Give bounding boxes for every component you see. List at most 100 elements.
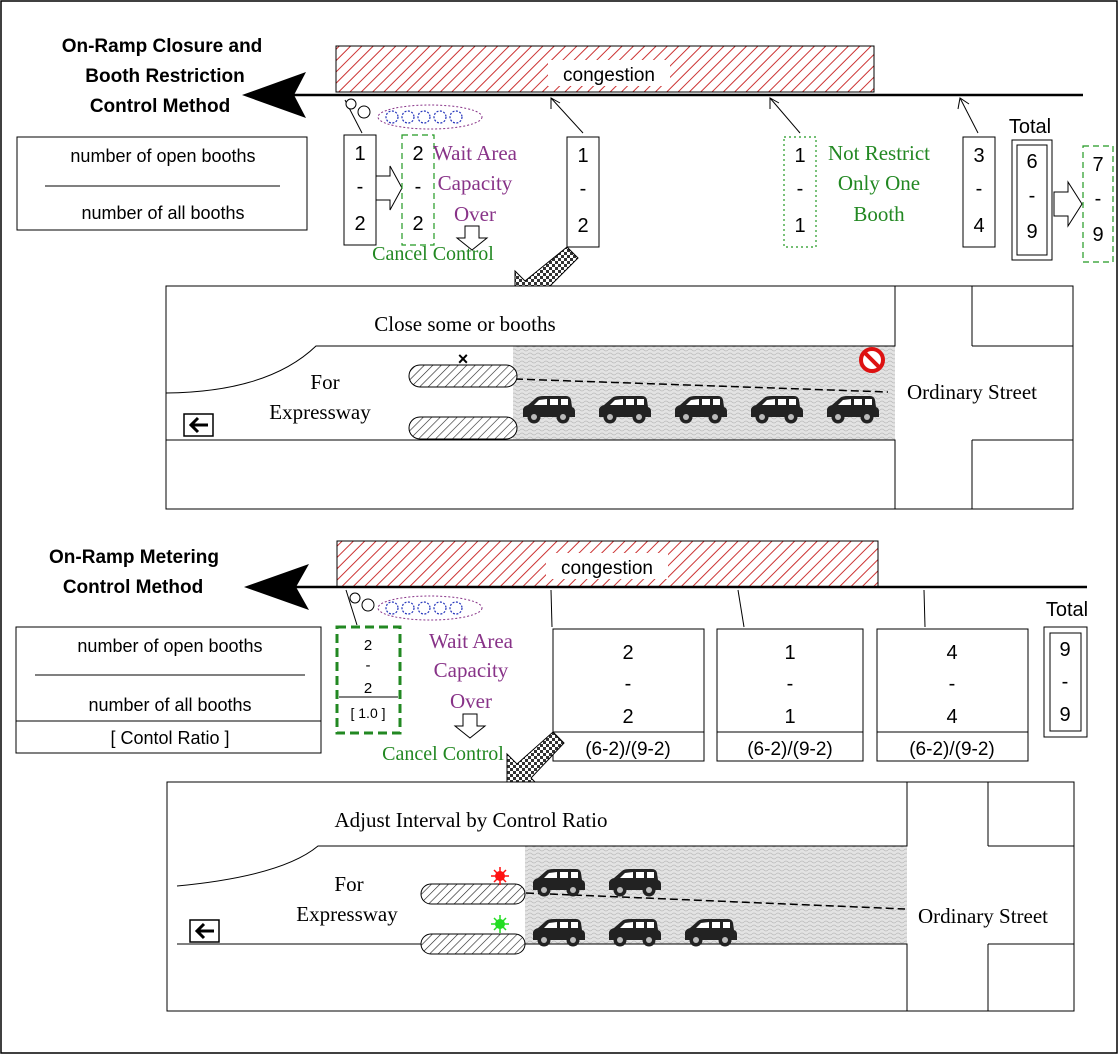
section1-change-arrow-a — [375, 165, 403, 211]
section2-direction-arrow — [244, 564, 309, 610]
svg-text:-: - — [787, 673, 794, 695]
svg-text:-: - — [1095, 188, 1102, 210]
red-signal-icon — [491, 867, 509, 885]
svg-text:2: 2 — [622, 642, 633, 664]
section1-title-line1: On-Ramp Closure and — [62, 36, 263, 57]
section1-expressway-label: Expressway — [269, 400, 371, 424]
section2-title: On-Ramp Metering Control Method — [49, 547, 219, 598]
svg-text:(6-2)/(9-2): (6-2)/(9-2) — [909, 739, 995, 760]
svg-text:Only One: Only One — [838, 171, 920, 195]
section2-total: 9 - 9 — [1043, 626, 1088, 738]
svg-text:1: 1 — [784, 642, 795, 664]
svg-text:-: - — [357, 176, 364, 198]
section2-ramp-d: 4 - 4 (6-2)/(9-2) — [876, 628, 1029, 762]
section2-ramp-a-bubble-small — [349, 592, 361, 604]
section1-direction-arrow — [242, 72, 306, 118]
section1-queue-oval — [377, 104, 483, 130]
section1-ramp-b: 1 - 2 — [566, 136, 600, 248]
section2-title-line2: Control Method — [63, 577, 203, 598]
svg-text:1: 1 — [577, 145, 588, 167]
section2-legend-top: number of open booths — [77, 636, 262, 656]
no-entry-icon — [859, 347, 885, 373]
svg-text:1: 1 — [794, 215, 805, 237]
section1-total-before: 6 - 9 — [1011, 139, 1053, 261]
section2-ramp-a-connector — [345, 589, 358, 626]
ramp-b-connector-head — [550, 97, 561, 109]
svg-text:Not Restrict: Not Restrict — [828, 141, 930, 165]
svg-text:6: 6 — [1026, 151, 1037, 173]
svg-text:Capacity: Capacity — [434, 658, 509, 682]
svg-text:9: 9 — [1059, 704, 1070, 726]
section2-title-line1: On-Ramp Metering — [49, 547, 219, 568]
ramp-a-bubble-large — [357, 105, 371, 119]
section2-expressway-label: Expressway — [296, 902, 398, 926]
section1-total-after: 7 - 9 — [1082, 145, 1114, 263]
section1-ramp-a-after: 2 - 2 — [401, 134, 435, 246]
section1-cancel-control: Cancel Control — [372, 243, 494, 265]
section2-cancel-control: Cancel Control — [382, 743, 504, 765]
svg-text:4: 4 — [946, 642, 957, 664]
svg-text:-: - — [580, 178, 587, 200]
svg-text:Capacity: Capacity — [438, 171, 513, 195]
ramp-d-connector-head — [957, 97, 970, 110]
section1-legend-top: number of open booths — [70, 146, 255, 166]
section2-ramp-c: 1 - 1 (6-2)/(9-2) — [716, 628, 864, 762]
section2-queue-circles — [385, 601, 463, 615]
svg-text:4: 4 — [973, 215, 984, 237]
svg-text:2: 2 — [412, 143, 423, 165]
svg-text:Wait Area: Wait Area — [429, 629, 514, 653]
section2-total-label: Total — [1046, 599, 1088, 621]
svg-text:1: 1 — [784, 706, 795, 728]
svg-text:2: 2 — [354, 213, 365, 235]
svg-text:-: - — [1062, 671, 1069, 693]
section1-ramp-d: 3 - 4 — [962, 136, 996, 248]
section1-detail-header: Close some or booths — [374, 312, 555, 336]
section2-for-label: For — [334, 872, 363, 896]
ramp-c-connector-head — [769, 97, 780, 109]
section2-ramp-a: 2 - 2 [ 1.0 ] — [335, 625, 402, 735]
svg-text:2: 2 — [364, 680, 372, 697]
section2-ordinary-street: Ordinary Street — [918, 904, 1048, 928]
section2-legend-ratio: [ Contol Ratio ] — [110, 728, 229, 748]
section1-booth-closed — [408, 364, 518, 388]
section2-legend: number of open booths number of all boot… — [15, 626, 322, 754]
section2-detail-header: Adjust Interval by Control Ratio — [335, 808, 608, 832]
svg-text:2: 2 — [364, 637, 372, 654]
svg-text:3: 3 — [973, 145, 984, 167]
section1-down-arrow — [455, 225, 489, 251]
svg-text:Booth: Booth — [853, 202, 905, 226]
section2-ramp-b-connector — [550, 589, 553, 628]
section1-for-label: For — [310, 370, 339, 394]
ramp-d-connector — [959, 97, 979, 134]
section1-ramp-c: 1 - 1 — [783, 136, 817, 248]
section2-legend-bottom: number of all booths — [88, 695, 251, 715]
section1-legend-bottom: number of all booths — [81, 203, 244, 223]
svg-text:9: 9 — [1092, 224, 1103, 246]
green-signal-icon — [491, 915, 509, 933]
section1-not-restrict-text: Not Restrict Only One Booth — [828, 141, 930, 226]
svg-text:4: 4 — [946, 706, 957, 728]
ramp-a-bubble-small — [345, 98, 357, 110]
section1-congestion-label: congestion — [563, 65, 655, 86]
section2-wait-area-text: Wait Area Capacity Over — [429, 629, 514, 713]
section2-queue-oval — [377, 595, 483, 621]
section2-down-arrow — [453, 713, 487, 739]
left-arrow-icon — [189, 919, 220, 943]
ramp-c-connector — [769, 97, 801, 134]
section2-ramp-b: 2 - 2 (6-2)/(9-2) — [552, 628, 705, 762]
svg-text:7: 7 — [1092, 154, 1103, 176]
left-arrow-icon — [183, 413, 214, 437]
section1-detail-panel: × Close some or booths For Expressway Or… — [165, 285, 1074, 510]
section1-title: On-Ramp Closure and Booth Restriction Co… — [62, 36, 263, 117]
section2-booth-upper — [420, 883, 526, 905]
svg-text:Wait Area: Wait Area — [433, 141, 518, 165]
svg-text:9: 9 — [1026, 221, 1037, 243]
section1-title-line3: Control Method — [90, 96, 230, 117]
section2-congestion-label: congestion — [561, 558, 653, 579]
svg-text:Over: Over — [450, 689, 492, 713]
svg-text:9: 9 — [1059, 639, 1070, 661]
section1-ordinary-street: Ordinary Street — [907, 380, 1037, 404]
section1-congestion-label-bg — [548, 60, 670, 86]
